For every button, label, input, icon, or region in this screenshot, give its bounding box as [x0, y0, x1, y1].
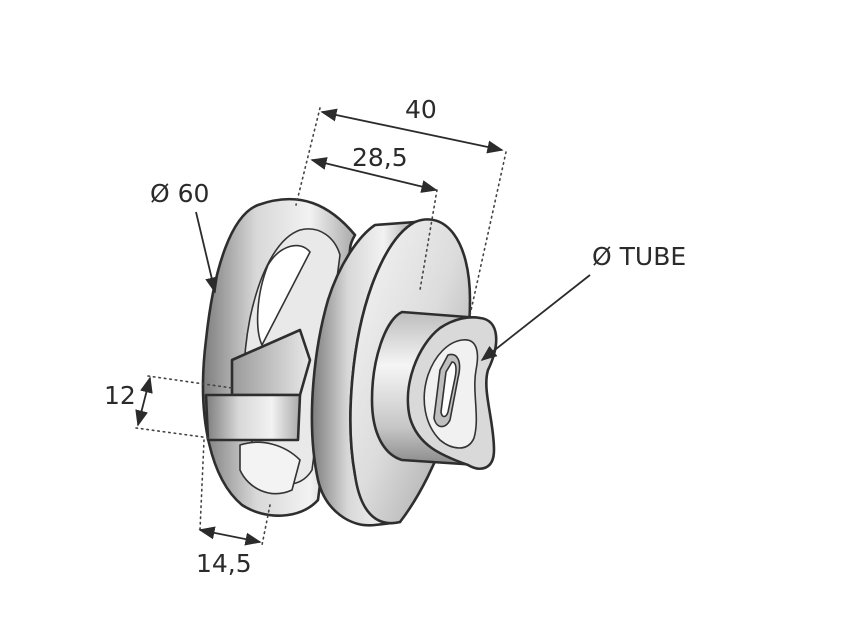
dimension-arrow-28-5: [310, 157, 438, 193]
leader-tube: [480, 274, 591, 362]
extension-line-145-left: [199, 439, 205, 531]
dimension-label-40: 40: [405, 95, 437, 124]
dimension-arrow-14-5: [198, 526, 262, 546]
dimension-arrow-40: [320, 108, 504, 154]
extension-line-145-right: [261, 504, 271, 546]
dimension-label-14-5: 14,5: [196, 549, 252, 578]
extension-line-285-right: [419, 189, 438, 291]
left-ring: [201, 197, 357, 517]
dimension-label-12: 12: [104, 381, 136, 410]
leader-diameter: [195, 211, 218, 294]
dimension-label-tube: Ø TUBE: [592, 242, 686, 271]
extension-line-12-top: [147, 375, 233, 389]
extension-line-12-bottom: [135, 427, 211, 439]
clamp-part: [201, 197, 498, 527]
dimension-label-28-5: 28,5: [352, 143, 408, 172]
tube-socket: [370, 310, 498, 470]
dimension-arrow-12: [135, 376, 153, 427]
extension-line-40-left: [295, 107, 321, 206]
extension-line-40-right: [469, 151, 507, 316]
dimension-label-diameter: Ø 60: [150, 179, 209, 208]
